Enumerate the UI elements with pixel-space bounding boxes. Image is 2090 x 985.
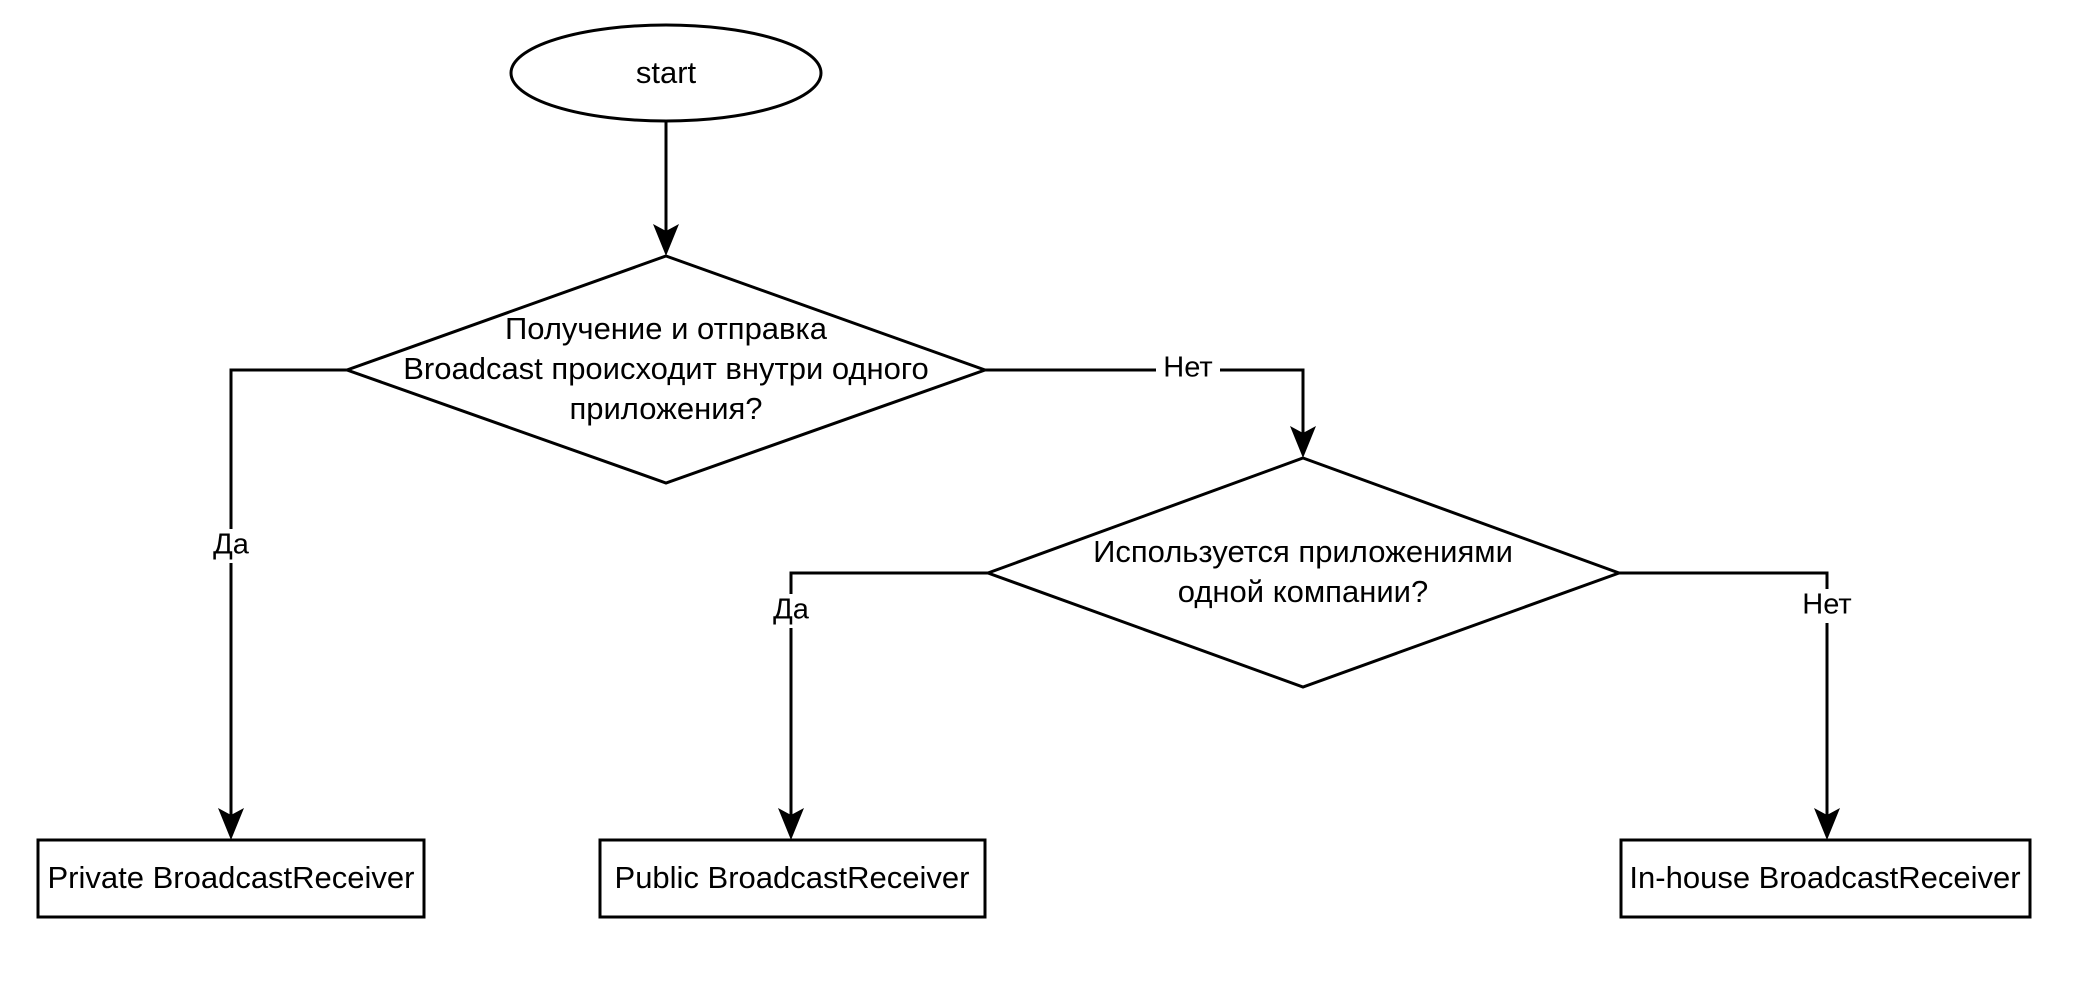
node-result-inhouse[interactable]: In-house BroadcastReceiver bbox=[1619, 838, 2032, 919]
diamond-shape bbox=[983, 456, 1624, 689]
edge-label-text: Да bbox=[773, 594, 810, 626]
rect-shape bbox=[1619, 838, 2032, 919]
arrow-head-icon bbox=[1290, 426, 1316, 458]
node-decision-same-company[interactable]: Используется приложениями одной компании… bbox=[983, 456, 1624, 689]
edge-decision2-to-public bbox=[778, 571, 988, 840]
ellipse-shape bbox=[509, 23, 823, 123]
node-start-label: start bbox=[636, 55, 697, 90]
edge-line bbox=[789, 571, 988, 824]
node-decision-same-app[interactable]: Получение и отправка Broadcast происходи… bbox=[342, 254, 990, 485]
arrow-head-icon bbox=[1814, 808, 1840, 840]
label-backdrop bbox=[1156, 352, 1220, 386]
node-decision1-label-line1: Получение и отправка bbox=[505, 311, 828, 346]
edge-decision2-to-inhouse bbox=[1619, 571, 1840, 840]
node-decision1-label-line2: Broadcast происходит внутри одного bbox=[403, 351, 929, 386]
arrow-head-icon bbox=[778, 808, 804, 840]
label-backdrop bbox=[1795, 589, 1859, 623]
edge-label-text: Да bbox=[213, 529, 250, 561]
node-start[interactable]: start bbox=[509, 23, 823, 123]
edge-line bbox=[1619, 571, 1829, 824]
edge-start-to-decision1 bbox=[653, 121, 679, 256]
label-backdrop bbox=[765, 594, 817, 628]
edge-label-net-inhouse: Нет bbox=[1795, 589, 1859, 623]
node-decision1-label-line3: приложения? bbox=[569, 391, 762, 426]
rect-shape bbox=[36, 838, 426, 919]
edge-decision1-to-decision2 bbox=[985, 368, 1316, 458]
edge-line bbox=[985, 368, 1305, 442]
edge-label-text: Нет bbox=[1163, 352, 1212, 384]
edge-label-da-private: Да bbox=[205, 529, 257, 563]
edge-label-text: Нет bbox=[1802, 589, 1851, 621]
node-result-private-label: Private BroadcastReceiver bbox=[48, 860, 415, 895]
node-result-inhouse-label: In-house BroadcastReceiver bbox=[1629, 860, 2020, 895]
rect-shape bbox=[598, 838, 987, 919]
edge-label-da-public: Да bbox=[765, 594, 817, 628]
edge-label-net-decision2: Нет bbox=[1156, 352, 1220, 386]
diamond-shape bbox=[342, 254, 990, 485]
node-decision2-label-line2: одной компании? bbox=[1178, 574, 1428, 609]
node-result-public-label: Public BroadcastReceiver bbox=[615, 860, 970, 895]
node-result-private[interactable]: Private BroadcastReceiver bbox=[36, 838, 426, 919]
node-result-public[interactable]: Public BroadcastReceiver bbox=[598, 838, 987, 919]
label-backdrop bbox=[205, 529, 257, 563]
node-decision2-label-line1: Используется приложениями bbox=[1093, 534, 1513, 569]
arrow-head-icon bbox=[653, 224, 679, 256]
edge-decision1-to-private bbox=[218, 368, 347, 840]
edge-line bbox=[229, 368, 347, 824]
arrow-head-icon bbox=[218, 808, 244, 840]
